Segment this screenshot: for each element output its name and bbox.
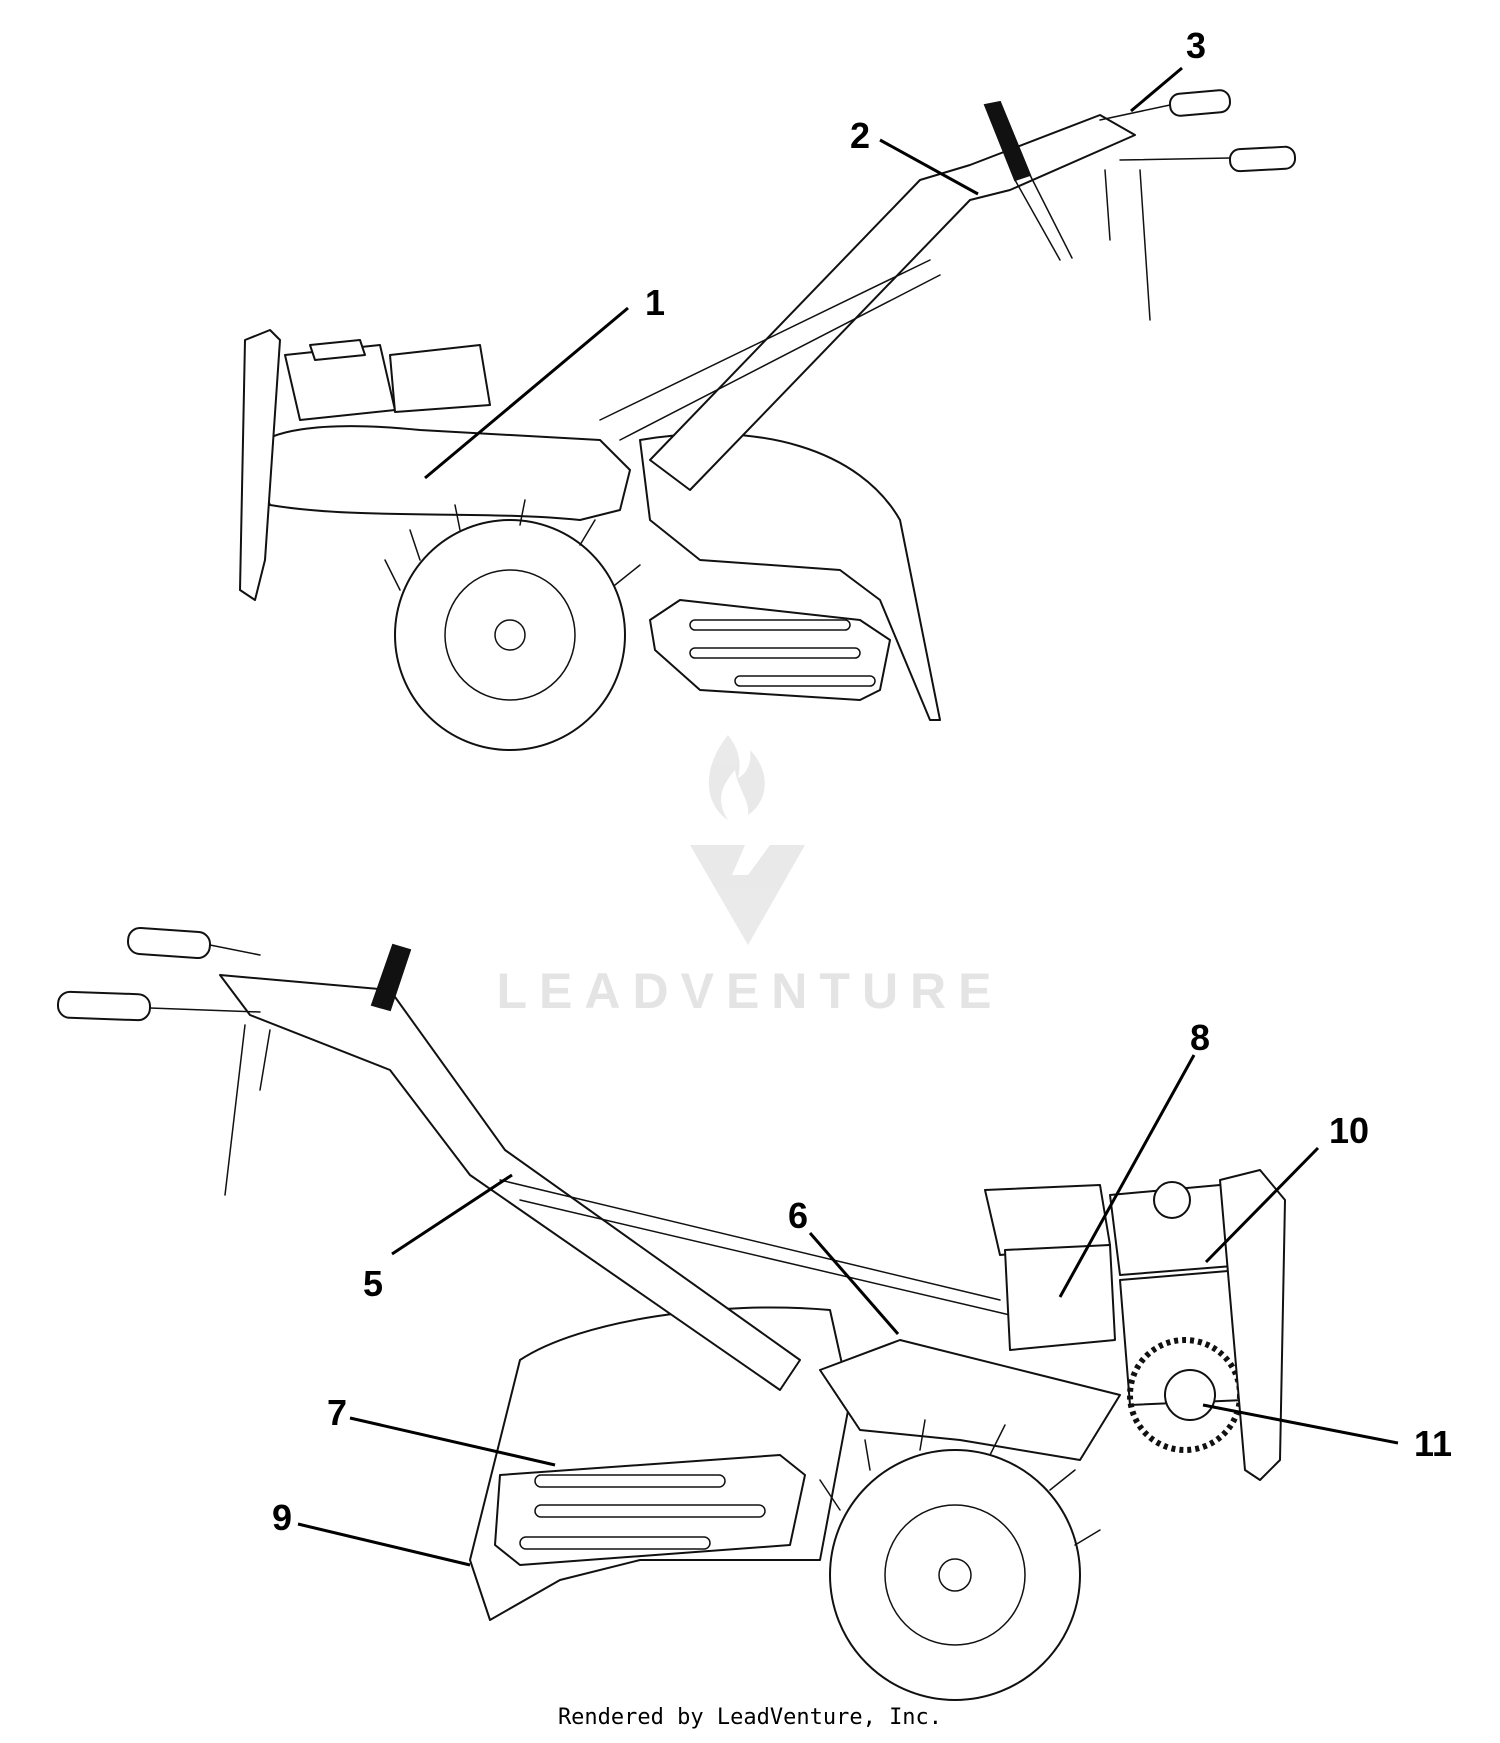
callout-3: 3 (1186, 25, 1206, 66)
footer-credit: Rendered by LeadVenture, Inc. (557, 1705, 943, 1730)
wheel-top (394, 519, 626, 751)
front-bumper-top (239, 329, 281, 601)
callout-5: 5 (363, 1263, 383, 1304)
wheel-bottom (829, 1449, 1081, 1701)
watermark-text: LEADVENTURE (496, 963, 1003, 1019)
callout-8: 8 (1190, 1017, 1210, 1058)
air-cleaner-bottom (1004, 1244, 1116, 1351)
callout-7: 7 (327, 1392, 347, 1433)
shift-lever-grip-bottom (370, 943, 412, 1012)
callout-1: 1 (645, 282, 665, 323)
fender-top (249, 425, 631, 521)
front-bumper-bottom (1219, 1169, 1286, 1481)
tiller-bottom-view (56, 926, 1286, 1701)
callout-10: 10 (1329, 1110, 1369, 1151)
callout-leaders (297, 66, 1399, 1567)
callout-2: 2 (850, 115, 870, 156)
handlebar-tube-top (649, 114, 1136, 491)
callout-9: 9 (272, 1497, 292, 1538)
side-shield-top (649, 599, 891, 701)
engine-bottom (984, 1184, 1111, 1256)
watermark-logo (690, 735, 805, 945)
fender-bottom (819, 1339, 1121, 1461)
callout-11: 11 (1414, 1423, 1452, 1464)
callout-6: 6 (788, 1195, 808, 1236)
tiller-top-view (239, 89, 1297, 751)
